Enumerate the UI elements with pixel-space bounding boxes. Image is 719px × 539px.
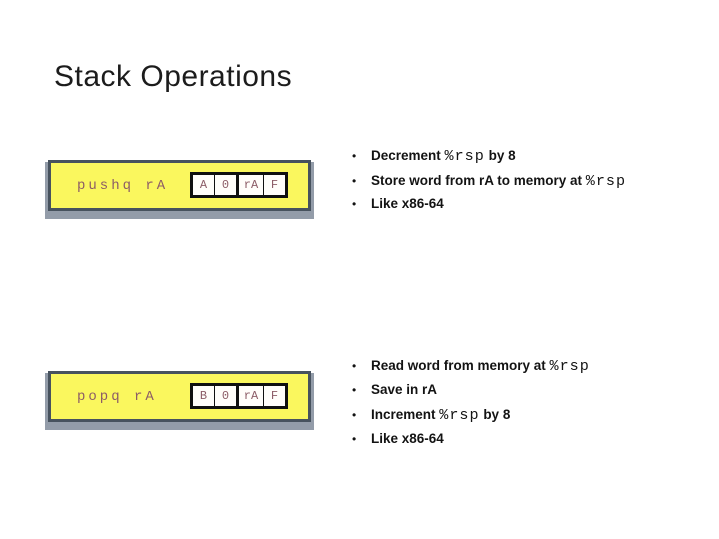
bullet-text: Store word from rA to memory at %rsp [371,171,627,190]
byte-nibble-f: F [263,175,285,195]
bullet-text: Read word from memory at %rsp [371,357,590,375]
byte-encoding-pushq: A 0 rA F [190,172,288,198]
bullet-marker: • [352,382,357,397]
byte-encoding-popq: B 0 rA F [190,383,288,409]
bullet-text: Increment %rsp by 8 [371,406,511,424]
byte-nibble-opcode-hi: A [193,175,214,195]
instruction-label-popq: popq rA [77,388,157,405]
instruction-label-pushq: pushq rA [77,177,169,194]
bullet-marker: • [352,173,357,188]
bullet-item: • Increment %rsp by 8 [352,406,590,431]
byte-nibble-ra: rA [236,386,263,406]
bullet-marker: • [352,359,357,373]
page-title: Stack Operations [54,60,293,93]
byte-nibble-opcode-lo: 0 [214,386,236,406]
bullet-text: Like x86-64 [371,196,444,211]
bullet-marker: • [352,431,357,446]
bullet-list-popq: • Read word from memory at %rsp • Save i… [352,357,590,455]
bullet-item: • Like x86-64 [352,431,590,456]
bullet-marker: • [352,149,357,163]
byte-nibble-opcode-hi: B [193,386,214,406]
bullet-item: • Like x86-64 [352,196,626,221]
instruction-box-popq: popq rA B 0 rA F [48,371,311,422]
bullet-text: Like x86-64 [371,430,444,446]
bullet-marker: • [352,408,357,422]
byte-nibble-opcode-lo: 0 [214,175,236,195]
byte-nibble-f: F [263,386,285,406]
instruction-box-pushq: pushq rA A 0 rA F [48,160,311,211]
bullet-item: • Read word from memory at %rsp [352,357,590,382]
bullet-text: Save in rA [371,381,438,397]
bullet-item: • Decrement %rsp by 8 [352,147,626,172]
bullet-marker: • [352,197,357,211]
bullet-text: Decrement %rsp by 8 [371,147,516,165]
bullet-item: • Store word from rA to memory at %rsp [352,172,626,197]
bullet-list-pushq: • Decrement %rsp by 8 • Store word from … [352,147,626,221]
bullet-item: • Save in rA [352,382,590,407]
byte-nibble-ra: rA [236,175,263,195]
